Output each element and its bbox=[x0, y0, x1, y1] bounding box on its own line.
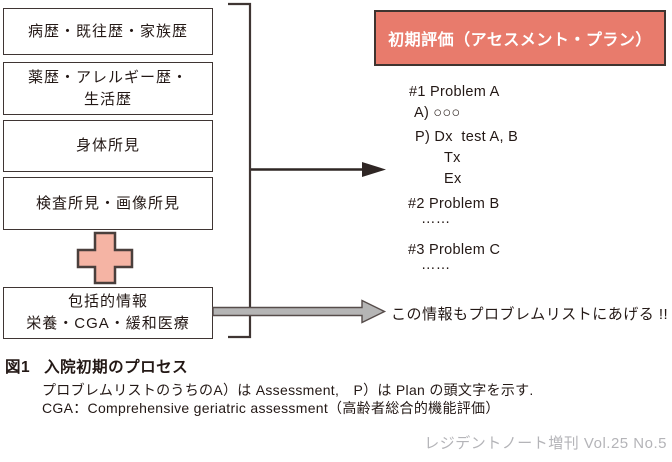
figure-caption-note-1: プロブレムリストのうちのA）は Assessment, P）は Plan の頭文… bbox=[42, 382, 534, 398]
box-physical-findings: 身体所見 bbox=[3, 120, 213, 172]
box-medical-history: 病歴・既往歴・家族歴 bbox=[3, 8, 213, 55]
problem-list-line: Tx bbox=[444, 150, 461, 166]
initial-assessment-label: 初期評価（アセスメント・プラン） bbox=[388, 32, 652, 49]
box-label: 病歴・既往歴・家族歴 bbox=[27, 22, 188, 40]
box-comprehensive-information: 包括的情報 栄養・CGA・緩和医療 bbox=[3, 287, 213, 339]
box-label: 生活歴 bbox=[83, 90, 132, 108]
initial-assessment-header: 初期評価（アセスメント・プラン） bbox=[374, 10, 666, 66]
flow-arrow bbox=[251, 162, 386, 177]
box-label: 身体所見 bbox=[75, 137, 140, 155]
problem-list-line: #2 Problem B bbox=[408, 196, 500, 212]
problem-list-line: Ex bbox=[444, 171, 462, 187]
box-lab-imaging-findings: 検査所見・画像所見 bbox=[3, 177, 213, 230]
figure-number: 図1 bbox=[5, 359, 31, 376]
problem-list-line: …… bbox=[421, 257, 451, 273]
problem-list-line: #1 Problem A bbox=[409, 84, 500, 100]
box-label: 薬歴・アレルギー歴・ bbox=[27, 68, 188, 86]
box-label: 栄養・CGA・緩和医療 bbox=[26, 315, 190, 332]
problem-list-line: #3 Problem C bbox=[408, 242, 501, 258]
problem-list-arrow bbox=[212, 299, 387, 324]
problem-list-line: …… bbox=[421, 211, 451, 227]
plus-icon bbox=[76, 231, 134, 285]
publication-credit: レジデントノート増刊 Vol.25 No.5 bbox=[424, 435, 667, 452]
box-medication-allergy-history: 薬歴・アレルギー歴・ 生活歴 bbox=[3, 62, 213, 115]
problem-list-arrow-note: この情報もプロブレムリストにあげる !! bbox=[391, 306, 669, 323]
box-label: 包括的情報 bbox=[67, 293, 148, 311]
figure-caption-title: 図1 入院初期のプロセス bbox=[5, 355, 188, 377]
problem-list-line: P) Dx test A, B bbox=[415, 129, 519, 145]
figure-caption-note-2: CGA：Comprehensive geriatric assessment（高… bbox=[42, 400, 500, 416]
grouping-bracket bbox=[228, 2, 252, 339]
box-label: 検査所見・画像所見 bbox=[35, 194, 180, 212]
problem-list-line: A) ○○○ bbox=[414, 105, 461, 121]
figure-title-text: 入院初期のプロセス bbox=[44, 359, 189, 376]
